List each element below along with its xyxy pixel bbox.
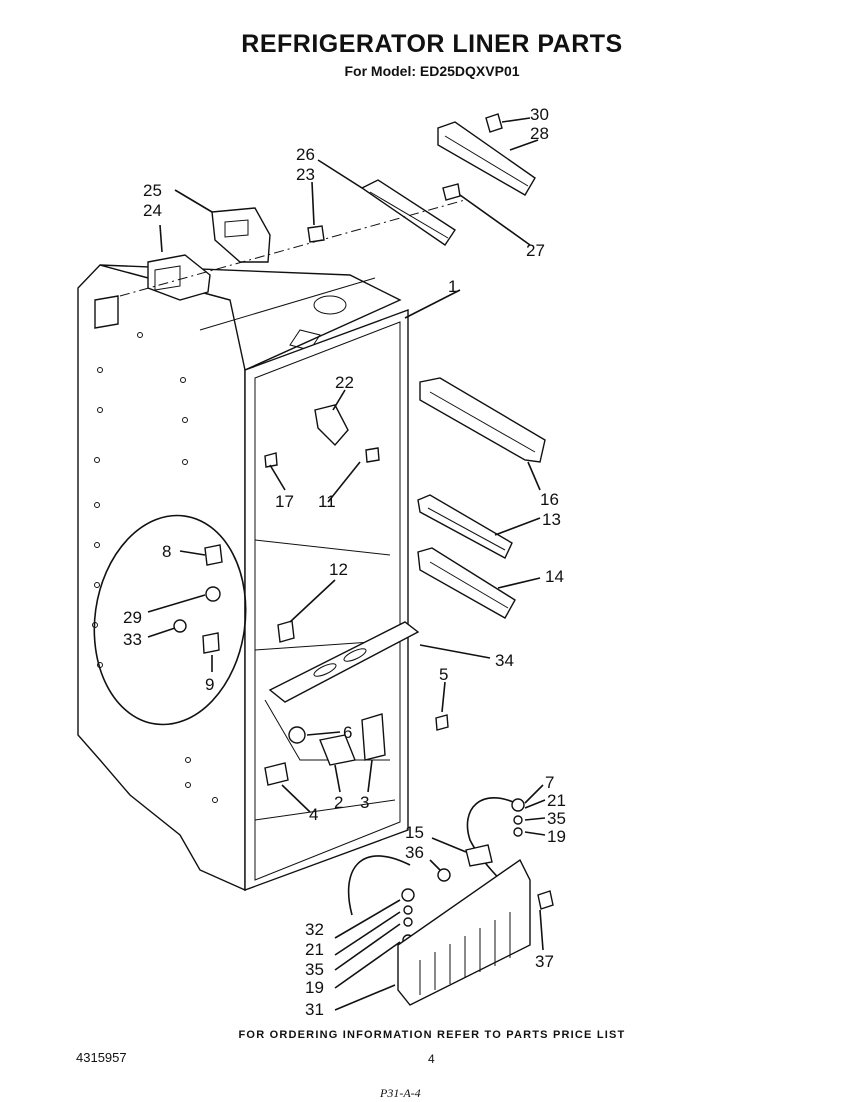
switch-8 — [204, 544, 223, 566]
callout-15: 15 — [405, 823, 424, 842]
callout-2: 2 — [334, 793, 343, 812]
switch-9 — [202, 632, 220, 654]
screw-23 — [307, 225, 325, 243]
callout-19-bottom: 19 — [305, 978, 324, 997]
callout-24: 24 — [143, 201, 162, 220]
bracket-3 — [361, 713, 386, 761]
tubing-32 — [347, 855, 411, 916]
callout-13: 13 — [542, 510, 561, 529]
clip-12 — [277, 620, 295, 643]
fittings-21-35-19 — [511, 798, 525, 837]
callout-28: 28 — [530, 124, 549, 143]
ordering-info-footer: FOR ORDERING INFORMATION REFER TO PARTS … — [238, 1029, 626, 1041]
callout-11: 11 — [318, 492, 336, 511]
callout-21-bottom: 21 — [305, 940, 324, 959]
callout-16: 16 — [540, 490, 559, 509]
leader-lines — [147, 117, 546, 1011]
callout-6: 6 — [343, 723, 352, 742]
screw-11 — [365, 447, 380, 463]
callout-3: 3 — [360, 793, 369, 812]
callout-26: 26 — [296, 145, 315, 164]
callout-labels: 1 25 24 26 23 30 28 27 22 17 11 16 13 14… — [123, 105, 566, 1019]
channel-26 — [360, 179, 456, 246]
valve-15 — [465, 844, 493, 867]
callout-9: 9 — [205, 675, 214, 694]
callout-32: 32 — [305, 920, 324, 939]
callout-27: 27 — [526, 241, 545, 260]
light-housing-24 — [147, 254, 211, 301]
callout-34: 34 — [495, 651, 514, 670]
callout-17: 17 — [275, 492, 294, 511]
callout-1: 1 — [448, 277, 457, 296]
damper-6 — [288, 726, 306, 744]
callout-22: 22 — [335, 373, 354, 392]
model-subtitle: For Model: ED25DQXVP01 — [344, 63, 520, 79]
callout-19-top: 19 — [547, 827, 566, 846]
page-number: 4 — [428, 1052, 435, 1066]
callout-33: 33 — [123, 630, 142, 649]
bar-34 — [268, 621, 420, 703]
bracket-2 — [319, 734, 356, 766]
callout-4: 4 — [309, 805, 318, 824]
bracket-22 — [314, 404, 349, 447]
screw-37 — [537, 890, 554, 910]
screw-17 — [264, 452, 278, 468]
reservoir-31 — [397, 858, 531, 1006]
clip-30 — [485, 113, 503, 133]
document-number: 4315957 — [76, 1050, 127, 1065]
callout-35-bottom: 35 — [305, 960, 324, 979]
screw-27 — [442, 183, 461, 201]
handwritten-note: P31-A-4 — [380, 1086, 421, 1100]
callout-25: 25 — [143, 181, 162, 200]
cover-16 — [419, 377, 546, 463]
callout-36: 36 — [405, 843, 424, 862]
channel-28 — [437, 121, 536, 196]
callout-12: 12 — [329, 560, 348, 579]
callout-30: 30 — [530, 105, 549, 124]
nut-36 — [437, 868, 451, 882]
rail-14 — [417, 547, 516, 619]
knob-29 — [205, 586, 221, 602]
diagram-title: REFRIGERATOR LINER PARTS — [241, 30, 623, 58]
bulb-33 — [173, 619, 187, 633]
callout-37: 37 — [535, 952, 554, 971]
callout-35-top: 35 — [547, 809, 566, 828]
callout-14: 14 — [545, 567, 564, 586]
callout-29: 29 — [123, 608, 142, 627]
callout-7: 7 — [545, 773, 554, 792]
callout-5: 5 — [439, 665, 448, 684]
guide-4 — [264, 762, 289, 786]
refrigerator-liner — [77, 264, 409, 892]
callout-31: 31 — [305, 1000, 324, 1019]
bracket-25 — [211, 207, 271, 263]
callout-8: 8 — [162, 542, 171, 561]
rail-13 — [417, 494, 513, 559]
screw-5 — [435, 714, 449, 731]
callout-21-top: 21 — [547, 791, 566, 810]
callout-23: 23 — [296, 165, 315, 184]
